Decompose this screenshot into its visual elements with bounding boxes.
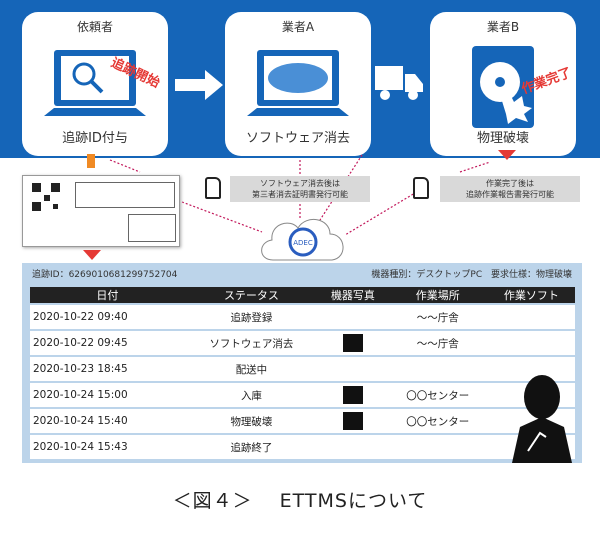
arrow-right-icon <box>175 70 223 100</box>
label-field <box>75 182 175 208</box>
card-title: 依頼者 <box>76 20 113 34</box>
cell-status: 追跡終了 <box>184 435 319 459</box>
report-doc-icon <box>413 177 429 199</box>
work-complete-note: 作業完了後は 追跡作業報告書発行可能 <box>440 176 580 202</box>
column-header: 作業ソフト <box>487 287 575 303</box>
cloud-icon: ADEC <box>261 219 344 261</box>
cell-soft <box>487 331 575 355</box>
qr-code-icon <box>31 182 61 212</box>
device-type: 機器種別：デスクトップPC <box>371 270 483 280</box>
requester-card: 依頼者 追跡開始 追跡ID付与 <box>22 12 168 156</box>
vendor-a-card: 業者A ソフトウェア消去 <box>225 12 371 156</box>
person-silhouette-icon <box>512 375 572 463</box>
note-line: 追跡作業報告書発行可能 <box>466 190 554 199</box>
photo-icon[interactable] <box>342 386 363 404</box>
cell-status: 物理破壊 <box>184 409 319 433</box>
photo-icon[interactable] <box>342 334 363 352</box>
down-arrow-icon <box>83 250 101 260</box>
cell-photo <box>318 331 388 355</box>
cell-photo <box>318 357 388 381</box>
truck-icon <box>375 66 423 100</box>
certificate-doc-icon <box>205 177 221 199</box>
figure-caption: ＜図４＞ ETTMSについて <box>172 490 428 512</box>
cell-place: ～～庁舎 <box>387 305 488 329</box>
cell-place: 〇〇センター <box>387 383 488 407</box>
laptop-search-icon <box>44 50 146 116</box>
tracking-label-card <box>22 175 180 247</box>
device-meta: 機器種別：デスクトップPC 要求仕様：物理破壊 <box>371 267 572 280</box>
column-header: ステータス <box>184 287 319 303</box>
card-title: 業者B <box>486 20 520 34</box>
tracking-panel: 追跡ID：626901068129975​2704 機器種別：デスクトップPC … <box>22 263 582 463</box>
cell-photo <box>318 305 388 329</box>
down-arrow-icon <box>498 150 516 160</box>
software-erase-note: ソフトウェア消去後は 第三者消去証明書発行可能 <box>230 176 370 202</box>
cell-place: 〇〇センター <box>387 409 488 433</box>
note-line: ソフトウェア消去後は <box>260 179 340 188</box>
cell-date: 2020-10-22 09:45 <box>30 331 185 355</box>
column-header: 作業場所 <box>387 287 488 303</box>
cell-status: 入庫 <box>184 383 319 407</box>
cell-date: 2020-10-24 15:00 <box>30 383 185 407</box>
cell-date: 2020-10-24 15:40 <box>30 409 185 433</box>
laptop-erase-icon <box>247 50 349 116</box>
cell-photo <box>318 435 388 459</box>
cell-status: 配送中 <box>184 357 319 381</box>
cell-photo <box>318 409 388 433</box>
cell-status: 追跡登録 <box>184 305 319 329</box>
label-stamp-box <box>128 214 176 242</box>
cell-date: 2020-10-23 18:45 <box>30 357 185 381</box>
card-caption: 物理破壊 <box>476 131 529 146</box>
cell-photo <box>318 383 388 407</box>
card-caption: 追跡ID付与 <box>62 131 128 146</box>
column-header: 日付 <box>30 287 185 303</box>
cell-date: 2020-10-22 09:40 <box>30 305 185 329</box>
cell-place <box>387 435 488 459</box>
cell-place: ～～庁舎 <box>387 331 488 355</box>
cell-status: ソフトウェア消去 <box>184 331 319 355</box>
tracking-id: 追跡ID：626901068129975​2704 <box>32 270 178 280</box>
requirement: 要求仕様：物理破壊 <box>490 270 572 280</box>
card-title: 業者A <box>281 20 315 34</box>
cell-date: 2020-10-24 15:43 <box>30 435 185 459</box>
vendor-b-card: 業者B 作業完了 物理破壊 <box>430 12 576 156</box>
card-caption: ソフトウェア消去 <box>245 131 350 146</box>
cloud-logo: ADEC <box>293 239 313 247</box>
photo-icon[interactable] <box>342 412 363 430</box>
note-line: 第三者消去証明書発行可能 <box>252 190 348 199</box>
cell-soft <box>487 357 575 381</box>
hard-disk-broken-icon <box>472 46 534 128</box>
cell-soft <box>487 305 575 329</box>
note-line: 作業完了後は <box>486 179 534 188</box>
column-header: 機器写真 <box>318 287 388 303</box>
cell-place <box>387 357 488 381</box>
tracking-table: 日付 ステータス 機器写真 作業場所 作業ソフト 2020-10-22 09:4… <box>30 285 575 461</box>
